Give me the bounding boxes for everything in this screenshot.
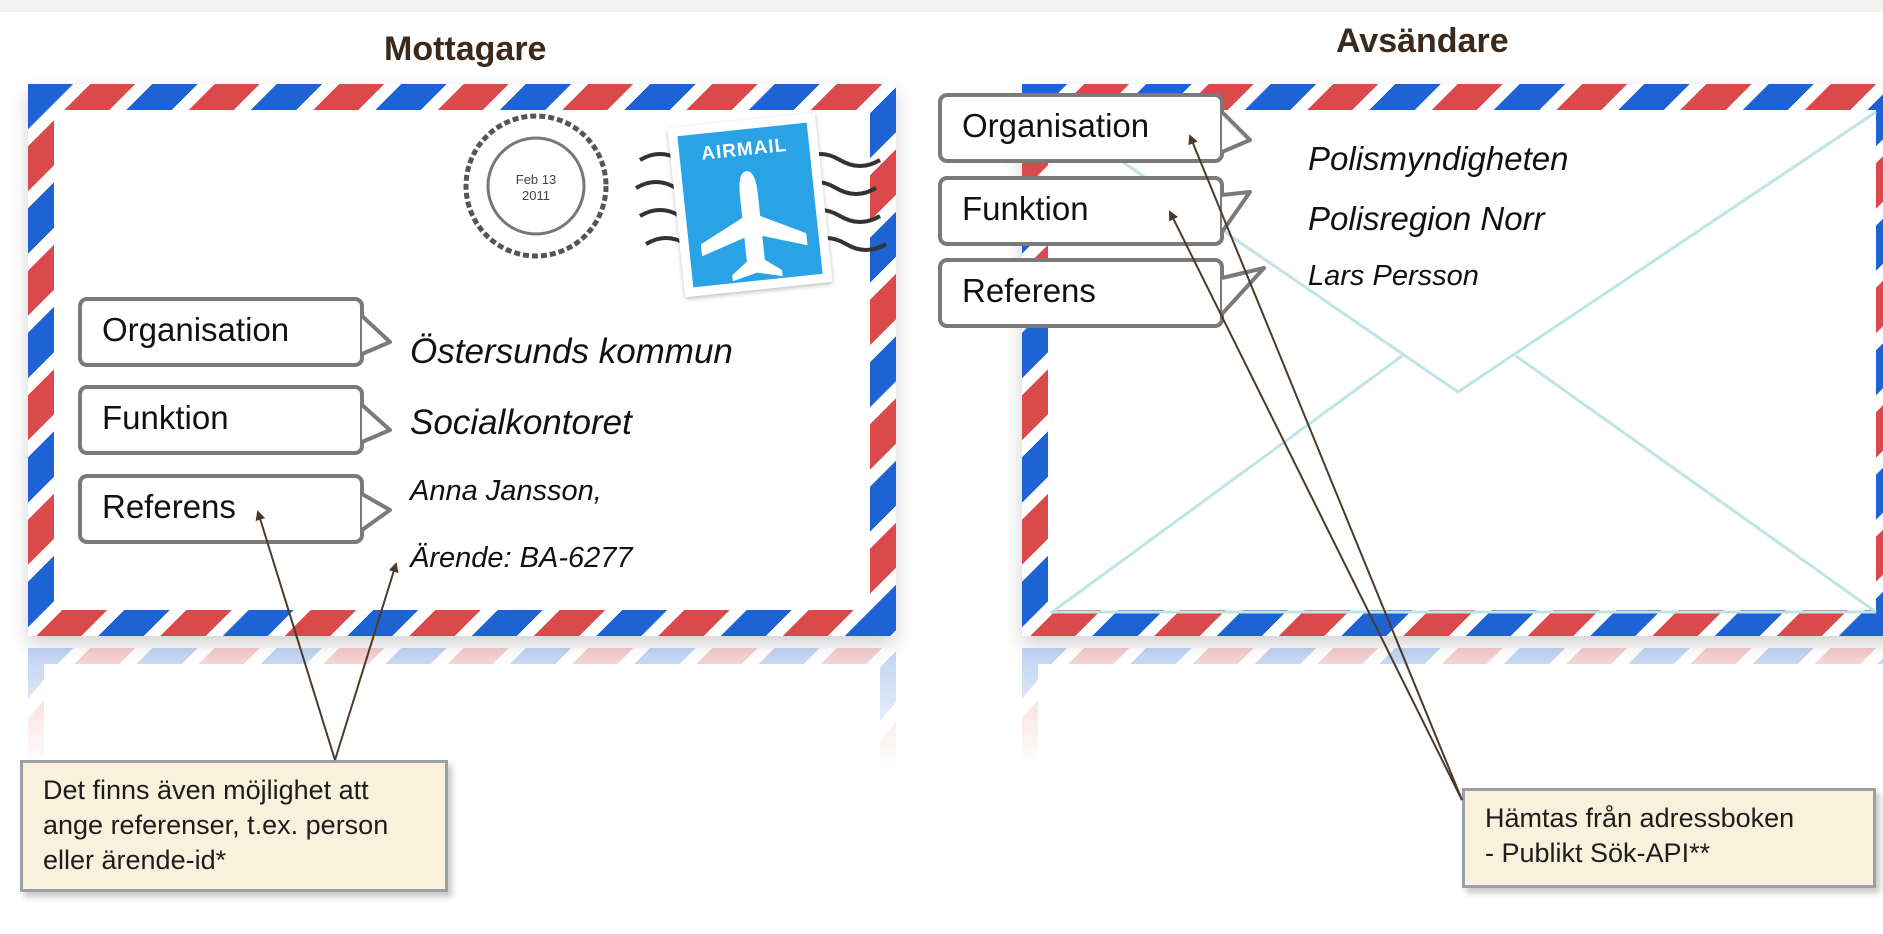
svg-text:Feb 13: Feb 13 xyxy=(516,172,556,187)
recipient-referens-callout: Referens xyxy=(78,474,364,544)
sender-heading: Avsändare xyxy=(1336,22,1509,60)
recipient-heading: Mottagare xyxy=(384,30,547,68)
sender-envelope-reflection xyxy=(1022,648,1883,768)
sender-note-line-1: Hämtas från adressboken xyxy=(1485,803,1795,833)
recipient-organisation-value: Östersunds kommun xyxy=(410,332,733,371)
sender-funktion-label: Funktion xyxy=(962,190,1089,227)
recipient-referens-value-line2: Ärende: BA-6277 xyxy=(410,542,633,574)
svg-text:2011: 2011 xyxy=(522,188,550,203)
sender-note: Hämtas från adressboken - Publikt Sök-AP… xyxy=(1462,788,1876,888)
recipient-envelope-reflection xyxy=(28,648,896,768)
sender-referens-callout: Referens xyxy=(938,258,1224,328)
recipient-funktion-callout: Funktion xyxy=(78,385,364,455)
sender-funktion-value: Polisregion Norr xyxy=(1308,200,1545,237)
stamp-face: AIRMAIL xyxy=(677,122,823,288)
recipient-funktion-value: Socialkontoret xyxy=(410,403,632,442)
recipient-funktion-label: Funktion xyxy=(102,399,229,436)
airmail-stamp: AIRMAIL xyxy=(667,112,833,298)
recipient-note-line-2: ange referenser, t.ex. person xyxy=(43,810,389,840)
top-strip xyxy=(0,0,1883,12)
recipient-organisation-callout: Organisation xyxy=(78,297,364,367)
recipient-note-line-3: eller ärende-id* xyxy=(43,845,227,875)
sender-organisation-value: Polismyndigheten xyxy=(1308,140,1569,177)
recipient-referens-value-line1: Anna Jansson, xyxy=(410,475,602,507)
airplane-icon xyxy=(700,171,808,282)
recipient-organisation-label: Organisation xyxy=(102,311,290,348)
sender-referens-label: Referens xyxy=(962,272,1096,309)
sender-organisation-label: Organisation xyxy=(962,107,1150,144)
recipient-note: Det finns även möjlighet att ange refere… xyxy=(20,760,448,892)
sender-referens-value: Lars Persson xyxy=(1308,260,1479,292)
sender-organisation-callout: Organisation xyxy=(938,93,1224,163)
sender-note-line-2: - Publikt Sök-API** xyxy=(1485,838,1711,868)
recipient-referens-label: Referens xyxy=(102,488,236,525)
recipient-note-line-1: Det finns även möjlighet att xyxy=(43,775,369,805)
